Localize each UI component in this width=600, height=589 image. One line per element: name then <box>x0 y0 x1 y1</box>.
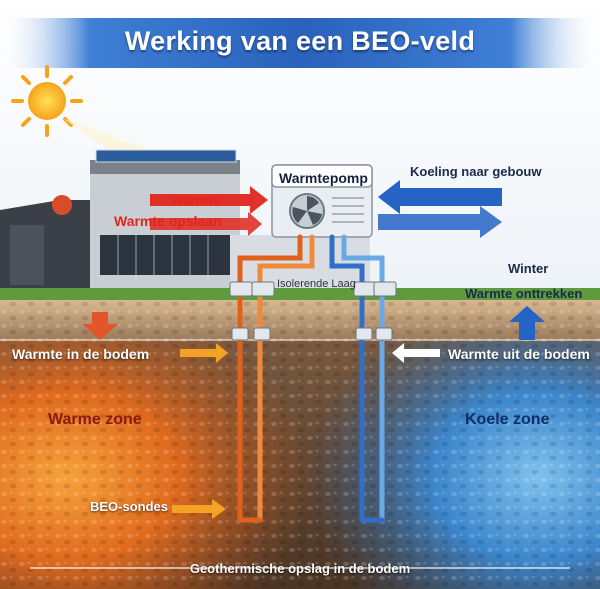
label-koele-zone: Koele zone <box>465 411 550 428</box>
cool-arrows <box>378 180 502 238</box>
label-warmte-uit-bodem: Warmte uit de bodem <box>448 346 590 362</box>
down-arrow-icon <box>82 312 118 340</box>
label-koeling: Koeling naar gebouw <box>410 164 542 179</box>
sonde-arrow-icon <box>172 499 226 519</box>
label-warmte: Warmte <box>170 192 221 208</box>
label-warmte-opslaan: Warmte opslaan <box>114 213 222 229</box>
heat-pump <box>271 164 373 238</box>
label-warmte-onttrekken: Warmte onttrekken <box>465 286 583 301</box>
label-warme-zone: Warme zone <box>48 411 142 428</box>
right-arrow-icon <box>180 343 228 363</box>
page-title: Werking van een BEO-veld <box>124 26 476 56</box>
label-isolerende-laag: Isolerende Laag <box>277 278 356 290</box>
pipe-couplers <box>229 281 397 341</box>
label-warmte-in-bodem: Warmte in de bodem <box>12 346 150 362</box>
up-arrow-icon <box>509 306 545 340</box>
warm-arrows <box>150 186 268 236</box>
label-geothermische-opslag: Geothermische opslag in de bodem <box>189 561 411 576</box>
label-warmtepomp: Warmtepomp <box>279 170 368 186</box>
left-arrow-icon <box>392 343 440 363</box>
pipe-loops <box>237 234 385 523</box>
label-beo-sondes: BEO-sondes <box>90 499 169 514</box>
label-winter: Winter <box>508 261 549 276</box>
title-bar <box>0 18 600 68</box>
